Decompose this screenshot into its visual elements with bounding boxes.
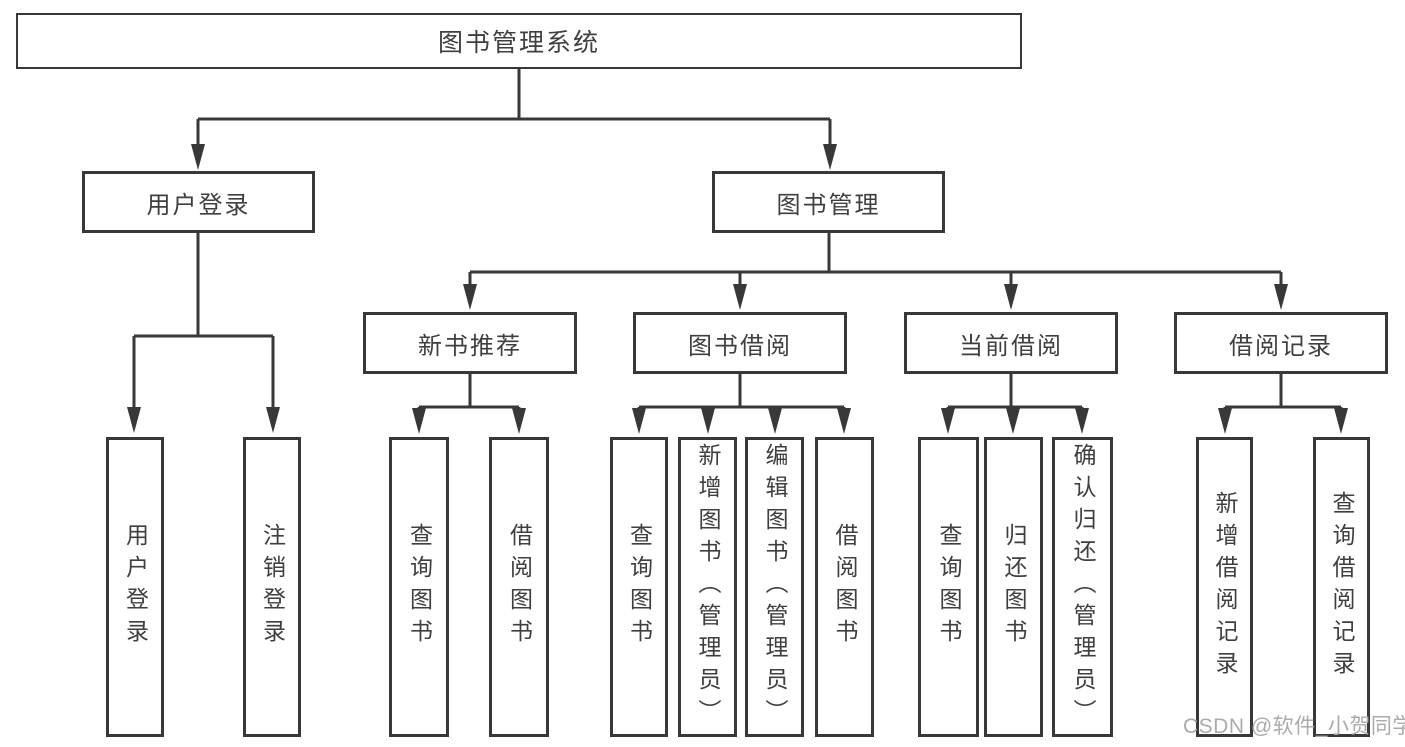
leaf-logout-label: 注销登录: [259, 523, 286, 651]
connector-root: [196, 69, 832, 147]
node-borrow-records: 借阅记录: [1174, 312, 1388, 374]
node-book-management-label: 图书管理: [776, 191, 881, 219]
connector-user-login: [132, 233, 275, 409]
arrowhead-icon: [632, 408, 646, 434]
leaf-cur-return-books: 归还图书: [984, 437, 1043, 737]
node-root: 图书管理系统: [16, 13, 1022, 69]
node-new-book-recommend: 新书推荐: [363, 312, 577, 374]
leaf-bw-edit-books-admin-label: 编辑图书（管理员）: [762, 443, 788, 731]
connector-borrow-records: [1223, 374, 1343, 413]
arrowhead-icon: [463, 284, 477, 310]
leaf-bw-add-books-admin: 新增图书（管理员）: [678, 437, 737, 737]
node-book-management: 图书管理: [712, 171, 945, 233]
leaf-logout: 注销登录: [243, 437, 301, 737]
leaf-nb-query-books-label: 查询图书: [406, 523, 433, 651]
node-user-login: 用户登录: [82, 171, 315, 233]
leaf-bw-query-books-label: 查询图书: [626, 523, 653, 651]
arrowhead-icon: [941, 408, 955, 434]
arrowhead-icon: [412, 408, 426, 434]
leaf-bw-borrow-books-label: 借阅图书: [832, 523, 858, 651]
leaf-cur-query-books: 查询图书: [918, 437, 979, 737]
leaf-user-login: 用户登录: [106, 437, 164, 737]
node-user-login-label: 用户登录: [146, 191, 251, 219]
node-current-borrow-label: 当前借阅: [959, 332, 1063, 360]
leaf-user-login-label: 用户登录: [122, 523, 149, 651]
arrowhead-icon: [701, 408, 715, 434]
leaf-cur-confirm-return-admin-label: 确认归还（管理员）: [1070, 443, 1096, 731]
leaf-bw-add-books-admin-label: 新增图书（管理员）: [695, 443, 721, 731]
arrowhead-icon: [127, 407, 141, 433]
node-book-borrow: 图书借阅: [633, 312, 847, 374]
leaf-bw-edit-books-admin: 编辑图书（管理员）: [745, 437, 804, 737]
leaf-rec-query-record: 查询借阅记录: [1313, 437, 1370, 737]
arrowhead-icon: [1075, 408, 1089, 434]
leaf-nb-borrow-books-label: 借阅图书: [506, 523, 533, 651]
arrowhead-icon: [1006, 408, 1020, 434]
arrowhead-icon: [1274, 284, 1288, 310]
leaf-rec-add-record: 新增借阅记录: [1196, 437, 1253, 737]
arrowhead-icon: [837, 408, 851, 434]
arrowhead-icon: [1004, 284, 1018, 310]
arrowhead-icon: [1218, 408, 1232, 434]
leaf-nb-query-books: 查询图书: [389, 437, 449, 737]
leaf-rec-query-record-label: 查询借阅记录: [1329, 491, 1355, 683]
leaf-rec-add-record-label: 新增借阅记录: [1212, 491, 1238, 683]
leaf-nb-borrow-books: 借阅图书: [489, 437, 549, 737]
leaf-cur-confirm-return-admin: 确认归还（管理员）: [1052, 437, 1113, 737]
csdn-watermark: CSDN @软件_小贺同学: [1183, 715, 1405, 738]
connector-current-borrow: [946, 374, 1084, 413]
arrowhead-icon: [266, 407, 280, 433]
arrowhead-icon: [823, 144, 837, 170]
arrowhead-icon: [768, 408, 782, 434]
node-root-label: 图书管理系统: [437, 29, 600, 57]
arrowhead-icon: [733, 284, 747, 310]
connector-new-book: [417, 374, 521, 413]
node-current-borrow: 当前借阅: [904, 312, 1118, 374]
connector-book-borrow: [637, 374, 846, 413]
node-borrow-records-label: 借阅记录: [1229, 332, 1333, 360]
leaf-bw-query-books: 查询图书: [610, 437, 668, 737]
arrowhead-icon: [512, 408, 526, 434]
arrowhead-icon: [191, 144, 205, 170]
connector-book-management: [468, 233, 1283, 287]
node-new-book-recommend-label: 新书推荐: [418, 332, 522, 360]
arrowhead-icon: [1334, 408, 1348, 434]
leaf-cur-query-books-label: 查询图书: [936, 523, 962, 651]
leaf-cur-return-books-label: 归还图书: [1001, 523, 1027, 651]
leaf-bw-borrow-books: 借阅图书: [815, 437, 874, 737]
node-book-borrow-label: 图书借阅: [688, 332, 792, 360]
